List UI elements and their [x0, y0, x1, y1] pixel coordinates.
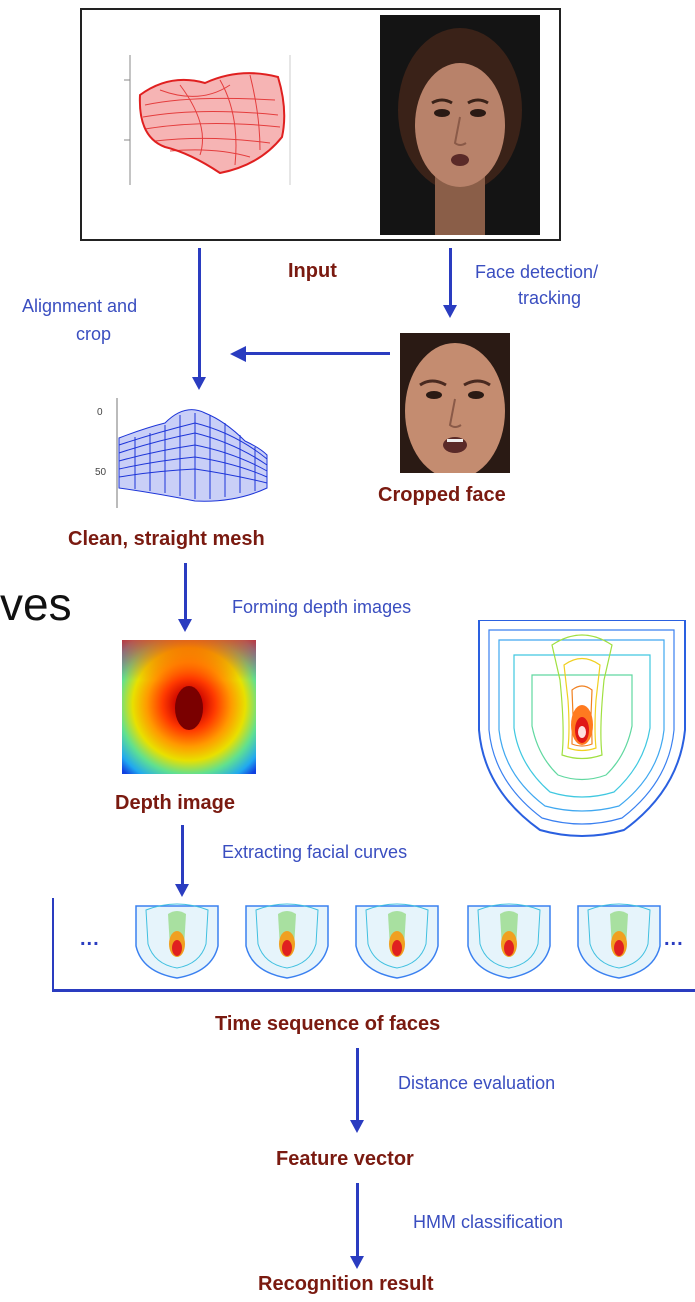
arrow-sequence-to-feature	[356, 1048, 359, 1122]
sequence-face-4	[464, 898, 554, 980]
edge-face-detection-2: tracking	[518, 288, 581, 309]
sequence-face-2	[242, 898, 332, 980]
cropped-slide-text: ves	[0, 577, 72, 631]
time-sequence-strip: ... ...	[52, 898, 695, 992]
edge-alignment-1: Alignment and	[22, 296, 137, 317]
facial-curves-face	[474, 620, 690, 838]
sequence-ellipsis-right: ...	[664, 928, 684, 951]
arrow-feature-to-result	[356, 1183, 359, 1258]
input-face-photo	[380, 15, 540, 235]
arrow-input-to-crop	[449, 248, 452, 306]
mesh-tick-50: 50	[95, 467, 107, 478]
arrow-input-to-crop-head	[443, 305, 457, 318]
step-recognition-result: Recognition result	[258, 1273, 434, 1296]
arrow-sequence-to-feature-head	[350, 1120, 364, 1133]
edge-alignment-2: crop	[76, 324, 111, 345]
input-panel	[80, 8, 561, 241]
edge-extracting-curves: Extracting facial curves	[222, 842, 407, 863]
step-depth-image: Depth image	[115, 792, 235, 815]
step-time-sequence: Time sequence of faces	[215, 1013, 440, 1036]
edge-distance-evaluation: Distance evaluation	[398, 1073, 555, 1094]
arrow-crop-to-mesh-head	[230, 346, 246, 362]
arrow-depth-to-sequence-head	[175, 884, 189, 897]
raw-scan-plot	[110, 55, 310, 205]
step-clean-mesh: Clean, straight mesh	[68, 528, 265, 551]
step-cropped-face: Cropped face	[378, 484, 506, 507]
sequence-ellipsis-left: ...	[80, 928, 100, 951]
arrow-input-to-mesh-head	[192, 377, 206, 390]
step-input: Input	[288, 260, 337, 283]
clean-mesh-plot: 0 50	[95, 393, 275, 518]
arrow-depth-to-sequence	[181, 825, 184, 885]
step-feature-vector: Feature vector	[276, 1148, 414, 1171]
arrow-feature-to-result-head	[350, 1256, 364, 1269]
edge-face-detection-1: Face detection/	[475, 262, 598, 283]
sequence-face-1	[132, 898, 222, 980]
edge-forming-depth: Forming depth images	[232, 597, 411, 618]
depth-image	[122, 640, 256, 774]
sequence-face-5	[574, 898, 664, 980]
mesh-tick-0: 0	[97, 407, 103, 418]
arrow-crop-to-mesh	[245, 352, 390, 355]
arrow-mesh-to-depth-head	[178, 619, 192, 632]
cropped-face-photo	[400, 333, 510, 473]
edge-hmm-classification: HMM classification	[413, 1212, 563, 1233]
arrow-input-to-mesh	[198, 248, 201, 378]
sequence-face-3	[352, 898, 442, 980]
arrow-mesh-to-depth	[184, 563, 187, 621]
